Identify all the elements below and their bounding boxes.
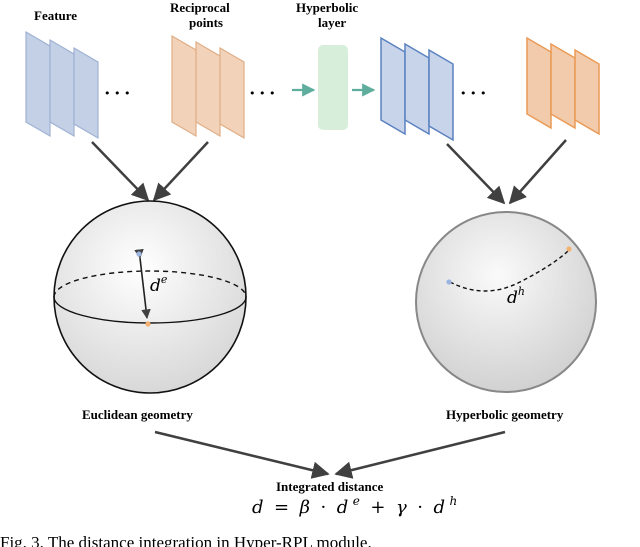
ellipsis-reciprocal: • • •: [249, 87, 275, 100]
arrow-feature-to-euclidean: [91, 141, 150, 202]
reciprocal-points-stack: [171, 34, 245, 140]
hyperbolic-sphere: dh: [415, 211, 597, 393]
feature-label: Feature: [34, 8, 77, 23]
reciprocal-point-layer: [195, 40, 221, 138]
ellipsis-hyperbolic-feature: • • •: [460, 87, 486, 100]
feature-map-layer: [25, 30, 51, 138]
hyperbolic-point-blue: [446, 279, 452, 285]
reciprocal-label-line2: points: [189, 15, 223, 30]
hyperbolic-reciprocal-layer: [550, 42, 576, 130]
hyperbolic-reciprocal-layer: [574, 48, 600, 136]
euclidean-point-orange: [145, 321, 151, 327]
arrow-hyperbolic-to-integrated: [334, 430, 506, 479]
hyperbolic-layer-label-line1: Hyperbolic: [296, 0, 358, 15]
reciprocal-label-line1: Reciprocal: [170, 0, 230, 15]
figure-caption: Fig. 3. The distance integration in Hype…: [0, 533, 372, 547]
euclidean-distance-symbol: de: [150, 273, 168, 296]
hyperbolic-feature-layer: [428, 48, 454, 142]
arrow-hyperbolic-reciprocal-to-hyperbolic: [508, 139, 567, 205]
feature-map-stack: [25, 30, 99, 140]
hyperbolic-layer-block: [318, 45, 348, 130]
arrow-reciprocal-to-euclidean: [152, 141, 209, 202]
hyperbolic-distance-symbol: dh: [507, 285, 525, 308]
hyperbolic-geodesic: [449, 249, 570, 292]
reciprocal-point-layer: [171, 34, 197, 138]
arrow-euclidean-to-integrated: [154, 430, 330, 479]
integrated-distance-formula: d = β · d e + γ · d h: [252, 489, 457, 518]
hyperbolic-feature-stack: [380, 36, 454, 142]
euclidean-sphere: de: [53, 200, 247, 394]
hyperbolic-reciprocal-stack: [526, 36, 600, 136]
hyperbolic-geometry-label: Hyperbolic geometry: [446, 407, 564, 422]
feature-map-layer: [73, 46, 99, 140]
hyperbolic-feature-layer: [380, 36, 406, 136]
hyperbolic-reciprocal-layer: [526, 36, 552, 130]
arrow-hyperbolic-feature-to-hyperbolic: [446, 143, 506, 205]
hyperbolic-point-orange: [566, 246, 572, 252]
euclidean-sphere-body: [53, 200, 247, 394]
hyperbolic-feature-layer: [404, 42, 430, 136]
euclidean-geometry-label: Euclidean geometry: [82, 407, 193, 422]
reciprocal-point-layer: [219, 46, 245, 140]
hyperbolic-layer-label-line2: layer: [318, 15, 346, 30]
feature-map-layer: [49, 38, 75, 138]
euclidean-distance-arrow: [134, 248, 151, 319]
hyperbolic-sphere-body: [415, 211, 597, 393]
euclidean-point-blue: [136, 251, 142, 257]
integrated-distance-label: Integrated distance: [276, 479, 383, 494]
ellipsis-feature: • • •: [104, 87, 130, 100]
